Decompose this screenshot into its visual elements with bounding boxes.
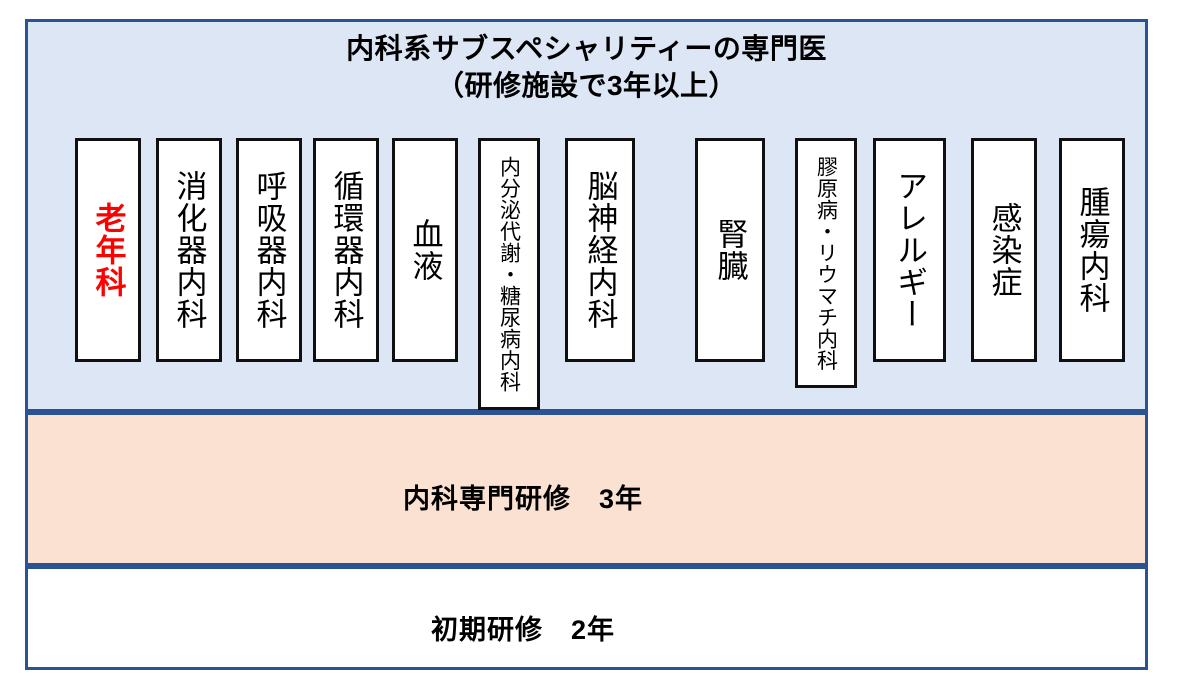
specialty-box[interactable]: 呼吸器内科 — [236, 138, 302, 362]
specialty-box-label: 内分泌代謝・糖尿病内科 — [497, 155, 521, 393]
specialty-box-label: 感染症 — [986, 202, 1022, 298]
specialty-box-label: アレルギー — [892, 170, 927, 330]
specialty-box-label: 腎臓 — [712, 218, 748, 282]
specialty-box-label: 循環器内科 — [328, 170, 364, 330]
specialty-box-label: 脳神経内科 — [582, 170, 618, 330]
specialty-box-label: 老年科 — [90, 202, 126, 298]
specialty-box[interactable]: アレルギー — [873, 138, 946, 362]
specialty-box[interactable]: 内分泌代謝・糖尿病内科 — [478, 138, 540, 410]
specialty-box-label: 膠原病・リウマチ内科 — [814, 155, 838, 371]
specialty-box-label: 血液 — [407, 218, 443, 282]
specialty-box[interactable]: 脳神経内科 — [565, 138, 635, 362]
specialty-box[interactable]: 腫瘍内科 — [1059, 138, 1125, 362]
specialty-box[interactable]: 腎臓 — [695, 138, 765, 362]
subspecialty-band: 内科系サブスペシャリティーの専門医 （研修施設で3年以上） 老年科 消化器内科 呼吸… — [25, 19, 1148, 412]
specialty-box[interactable]: 感染症 — [971, 138, 1037, 362]
internal-medicine-training-band: 内科専門研修 3年 — [25, 412, 1148, 566]
specialty-box-label: 腫瘍内科 — [1074, 186, 1110, 314]
subspecialty-band-title: 内科系サブスペシャリティーの専門医 （研修施設で3年以上） — [346, 33, 827, 101]
specialty-box[interactable]: 老年科 — [75, 138, 141, 362]
initial-training-label: 初期研修 2年 — [430, 615, 616, 645]
specialty-box[interactable]: 膠原病・リウマチ内科 — [795, 138, 857, 388]
specialty-box-label: 呼吸器内科 — [251, 170, 287, 330]
specialty-box-label: 消化器内科 — [171, 170, 207, 330]
specialty-box[interactable]: 循環器内科 — [313, 138, 379, 362]
initial-training-band: 初期研修 2年 — [25, 566, 1148, 670]
specialty-box-row: 老年科 消化器内科 呼吸器内科 循環器内科 血液 内分泌代謝・糖尿病内科 脳神経内科 腎臓 膠原… — [28, 22, 1145, 410]
internal-medicine-training-label: 内科専門研修 3年 — [402, 484, 644, 514]
specialty-box[interactable]: 血液 — [392, 138, 458, 362]
specialty-box[interactable]: 消化器内科 — [156, 138, 222, 362]
